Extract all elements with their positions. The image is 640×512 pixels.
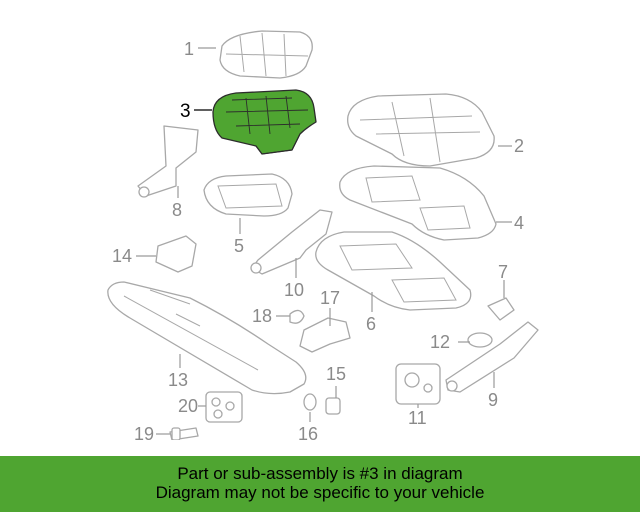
callout-5: 5 xyxy=(234,236,244,256)
part-16-washer[interactable] xyxy=(303,393,317,411)
part-10-linkage[interactable] xyxy=(250,209,333,275)
callout-20: 20 xyxy=(178,396,198,416)
callout-13: 13 xyxy=(168,370,188,390)
part-6-seat-pan[interactable] xyxy=(315,231,472,311)
callout-10: 10 xyxy=(284,280,304,300)
callout-6: 6 xyxy=(366,314,376,334)
parts-diagram: 1 2 3 4 5 6 7 8 9 10 11 12 13 14 15 16 1… xyxy=(107,30,539,440)
callout-7: 7 xyxy=(498,262,508,282)
part-15-nut[interactable] xyxy=(325,397,341,415)
callout-17: 17 xyxy=(320,288,340,308)
leader-lines xyxy=(136,47,512,435)
banner-line-1: Part or sub-assembly is #3 in diagram xyxy=(177,464,463,483)
part-11-hardware-kit[interactable] xyxy=(395,363,441,405)
part-3-seat-cushion[interactable] xyxy=(212,89,317,155)
callout-3: 3 xyxy=(180,101,191,122)
part-13-tray[interactable] xyxy=(107,281,307,395)
part-8-bracket[interactable] xyxy=(137,125,199,198)
part-20-hardware-kit[interactable] xyxy=(205,391,243,423)
part-2-rear-cushion-cover[interactable] xyxy=(347,93,495,167)
part-1-cushion-cover[interactable] xyxy=(219,30,313,79)
callout-8: 8 xyxy=(172,200,182,220)
info-banner: Part or sub-assembly is #3 in diagram Di… xyxy=(0,456,640,512)
part-12-grommet[interactable] xyxy=(467,332,493,348)
part-14-bracket[interactable] xyxy=(155,235,197,273)
callout-1: 1 xyxy=(184,39,194,59)
callout-12: 12 xyxy=(430,332,450,352)
callout-19: 19 xyxy=(134,424,154,440)
callout-2: 2 xyxy=(514,136,524,156)
part-18-clip[interactable] xyxy=(289,309,305,324)
banner-line-2: Diagram may not be specific to your vehi… xyxy=(155,483,485,502)
part-5-seat-pan[interactable] xyxy=(203,173,293,217)
part-4-rear-seat-frame[interactable] xyxy=(339,165,497,241)
callout-15: 15 xyxy=(326,364,346,384)
part-9-rail[interactable] xyxy=(445,321,539,393)
callout-11: 11 xyxy=(408,408,427,428)
callout-9: 9 xyxy=(488,390,498,410)
callout-14: 14 xyxy=(112,246,132,266)
callout-18: 18 xyxy=(252,306,272,326)
part-17-bracket[interactable] xyxy=(299,317,351,353)
part-19-bolt[interactable] xyxy=(169,427,199,440)
callout-16: 16 xyxy=(298,424,318,440)
callout-4: 4 xyxy=(514,213,524,233)
part-7-bracket[interactable] xyxy=(487,297,515,321)
